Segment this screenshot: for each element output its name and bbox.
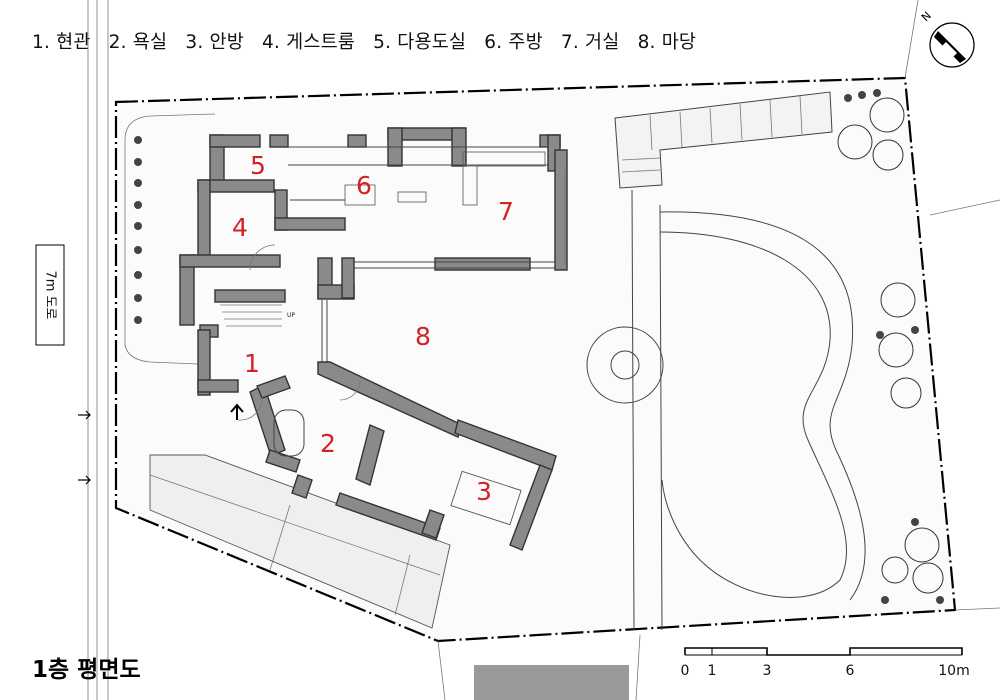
legend-item: 1. 현관 xyxy=(32,32,91,53)
house-walls xyxy=(179,127,568,551)
room-number-8: 8 xyxy=(415,322,431,351)
scale-tick: 1 xyxy=(708,663,717,679)
road-label: 7m 도로 xyxy=(35,244,65,346)
room-number-5: 5 xyxy=(250,151,266,180)
garden-path xyxy=(586,189,866,631)
north-label: N xyxy=(919,9,934,24)
room-number-6: 6 xyxy=(356,171,372,200)
legend-item: 2. 욕실 xyxy=(108,32,168,53)
trees xyxy=(837,89,944,604)
room-number-1: 1 xyxy=(244,349,260,378)
planting-strip xyxy=(124,113,216,365)
parking-area xyxy=(149,454,451,629)
room-number-2: 2 xyxy=(320,429,336,458)
room-number-3: 3 xyxy=(476,477,492,506)
legend-item: 7. 거실 xyxy=(560,32,620,53)
road-label-text: 7m 도로 xyxy=(43,271,58,320)
legend-item: 6. 주방 xyxy=(484,32,543,53)
legend-item: 5. 다용도실 xyxy=(373,32,467,53)
stair-up-label: UP xyxy=(287,312,295,319)
scale-bar: 0 1 3 6 10m xyxy=(681,647,970,679)
plan-title: 1층 평면도 xyxy=(32,657,141,683)
room-number-4: 4 xyxy=(232,213,248,242)
room-number-7: 7 xyxy=(498,197,514,226)
neighbour-building xyxy=(474,665,629,700)
shrubs-left xyxy=(134,136,142,324)
north-arrow-icon: N xyxy=(919,9,975,68)
site-boundary xyxy=(114,76,957,643)
legend-item: 8. 마당 xyxy=(637,32,697,53)
garden-steps xyxy=(614,91,833,189)
scale-tick: 10m xyxy=(938,663,969,679)
room-legend: 1. 현관 2. 욕실 3. 안방 4. 게스트룸 5. 다용도실 6. 주방 … xyxy=(32,28,708,54)
legend-item: 4. 게스트룸 xyxy=(262,32,356,53)
legend-item: 3. 안방 xyxy=(185,32,244,53)
scale-tick: 3 xyxy=(763,663,772,679)
entry-arrow-icon xyxy=(78,410,91,485)
scale-tick: 0 xyxy=(681,663,690,679)
neighbour-lines xyxy=(437,0,1000,700)
scale-tick: 6 xyxy=(846,663,855,679)
room-numbers: 1 2 3 4 5 6 7 8 xyxy=(232,151,514,506)
road-edge xyxy=(87,0,109,700)
entry-arrow-icon xyxy=(230,403,244,420)
